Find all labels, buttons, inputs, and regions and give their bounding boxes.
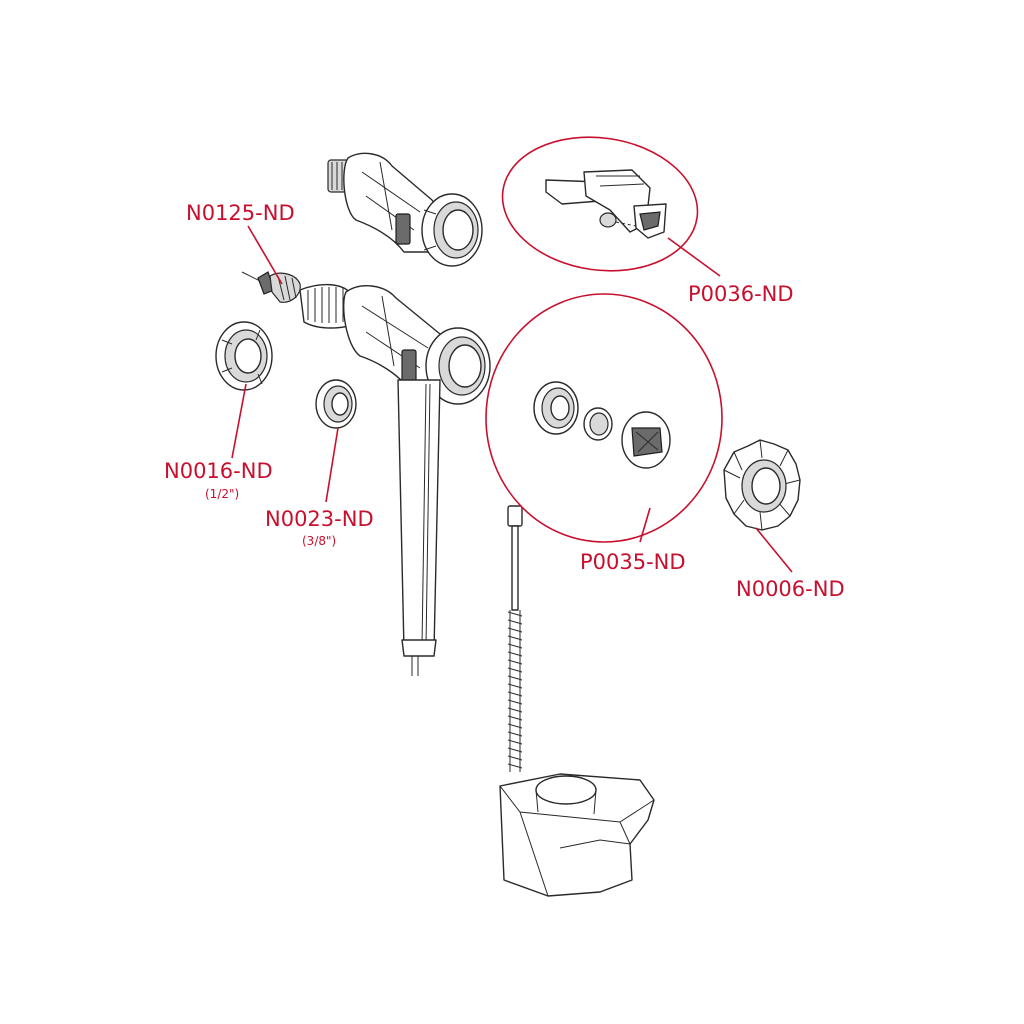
part-label-n0016: N0016-ND bbox=[164, 459, 273, 483]
float-cup bbox=[499, 773, 655, 897]
part-label-n0006: N0006-ND bbox=[736, 577, 845, 601]
main-valve-body bbox=[299, 283, 491, 676]
seal-ring-three-eighth-inch bbox=[315, 379, 357, 429]
p0035-group-ellipse bbox=[485, 293, 723, 543]
p0036-leader bbox=[667, 237, 721, 277]
seal-ring-half-inch bbox=[215, 321, 273, 391]
part-label-p0036: P0036-ND bbox=[688, 282, 794, 306]
n0006-leader bbox=[755, 527, 793, 573]
part-label-p0035: P0035-ND bbox=[580, 550, 686, 574]
part-label-n0125: N0125-ND bbox=[186, 201, 295, 225]
part-size-n0023: (3/8") bbox=[302, 534, 336, 548]
n0016-leader bbox=[231, 383, 247, 459]
part-size-n0016: (1/2") bbox=[205, 487, 239, 501]
n0023-leader bbox=[325, 427, 339, 503]
p0035-leader bbox=[639, 507, 651, 543]
p0036-group-ellipse bbox=[501, 136, 699, 272]
valve-insert-set bbox=[533, 381, 671, 469]
locking-nut-part bbox=[723, 439, 801, 531]
part-label-n0023: N0023-ND bbox=[265, 507, 374, 531]
float-rod bbox=[507, 505, 523, 772]
needle-valve-part bbox=[241, 271, 301, 303]
lever-assembly-part bbox=[545, 169, 667, 239]
n0125-leader bbox=[247, 225, 283, 285]
upper-valve-body bbox=[327, 152, 483, 267]
